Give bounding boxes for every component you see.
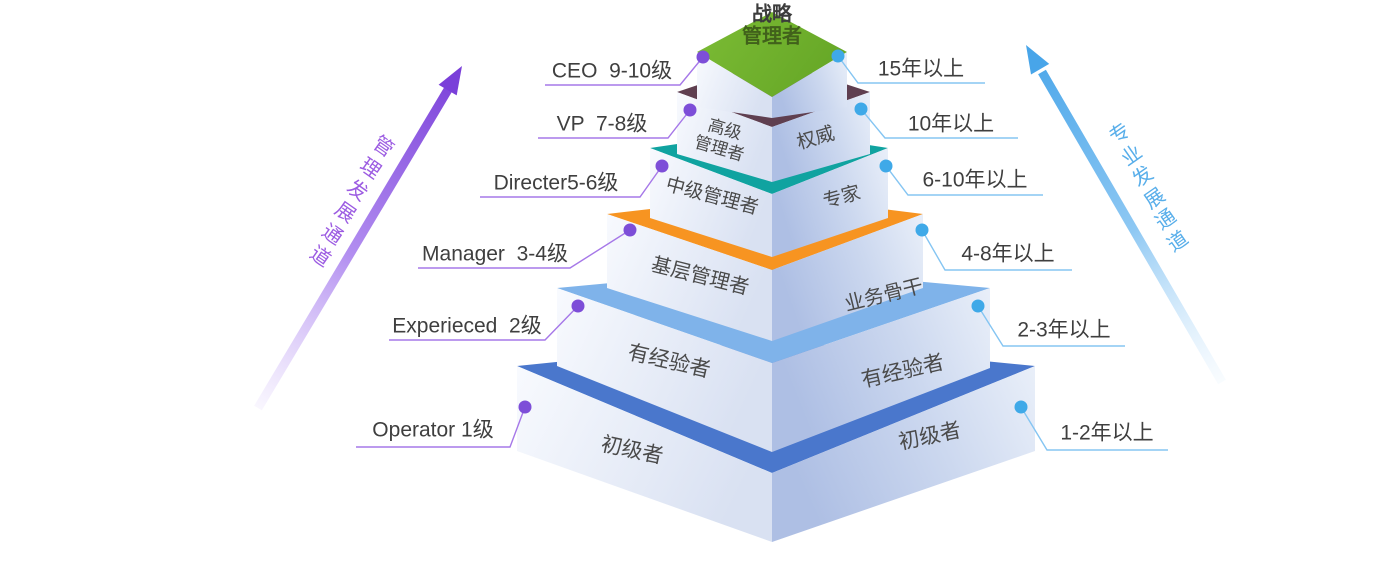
- level-1-right-face: [772, 52, 847, 118]
- level-2-right-face: [772, 92, 870, 182]
- level-6-left-face: [517, 366, 772, 542]
- level-3-left-dot: [655, 159, 669, 173]
- level-5-right-dot: [971, 299, 985, 313]
- management-channel-arrow: [254, 66, 462, 411]
- level-5-right-face: [772, 288, 990, 452]
- level-1-right-label: 15年以上: [877, 57, 965, 81]
- level-2-right-dot: [854, 102, 868, 116]
- level-4-left-dot: [623, 223, 637, 237]
- level-1-left-label: CEO 9-10级: [551, 59, 673, 83]
- level-6-left-label: Operator 1级: [372, 418, 494, 442]
- professional-arrow-head: [1026, 45, 1050, 75]
- right-connectors: [837, 55, 1168, 451]
- management-arrow-head: [438, 66, 462, 96]
- level-1-top: [697, 12, 847, 97]
- pyramid-title-line2: 管理者: [742, 25, 802, 48]
- level-3-right-dot: [879, 159, 893, 173]
- level-1-left-face: [697, 52, 772, 118]
- level-2-left-label: VP 7-8级: [556, 112, 648, 136]
- level-1-right-dot: [831, 49, 845, 63]
- level-2-right-label: 10年以上: [907, 112, 995, 136]
- level-3-right-face: [772, 148, 888, 257]
- level-4-left-label: Manager 3-4级: [422, 242, 568, 266]
- level-5-right-label: 2-3年以上: [1017, 318, 1111, 342]
- level-4-right-face: [772, 214, 923, 341]
- right-dots: [831, 49, 1028, 414]
- level-6-left-dot: [518, 400, 532, 414]
- level-5-left-face: [557, 288, 772, 452]
- professional-channel-arrow: [1026, 45, 1226, 385]
- level-2-left-dot: [683, 103, 697, 117]
- left-connectors: [356, 56, 704, 448]
- level-3-left-face: [650, 148, 772, 257]
- level-1-left-dot: [696, 50, 710, 64]
- level-6-right-face: [772, 366, 1035, 542]
- level-6-right-label: 1-2年以上: [1060, 421, 1154, 445]
- level-6-right-dot: [1014, 400, 1028, 414]
- level-5-left-label: Experieced 2级: [392, 314, 542, 338]
- level-4-right-dot: [915, 223, 929, 237]
- level-4-right-label: 4-8年以上: [961, 242, 1055, 266]
- level-3-left-label: Directer5-6级: [493, 171, 619, 195]
- pyramid-title-line1: 战略: [752, 3, 792, 26]
- level-5-left-dot: [571, 299, 585, 313]
- level-3-right-label: 6-10年以上: [922, 168, 1028, 192]
- level-4-left-face: [607, 214, 772, 341]
- left-dots: [518, 50, 710, 414]
- level-2-left-face: [677, 92, 772, 182]
